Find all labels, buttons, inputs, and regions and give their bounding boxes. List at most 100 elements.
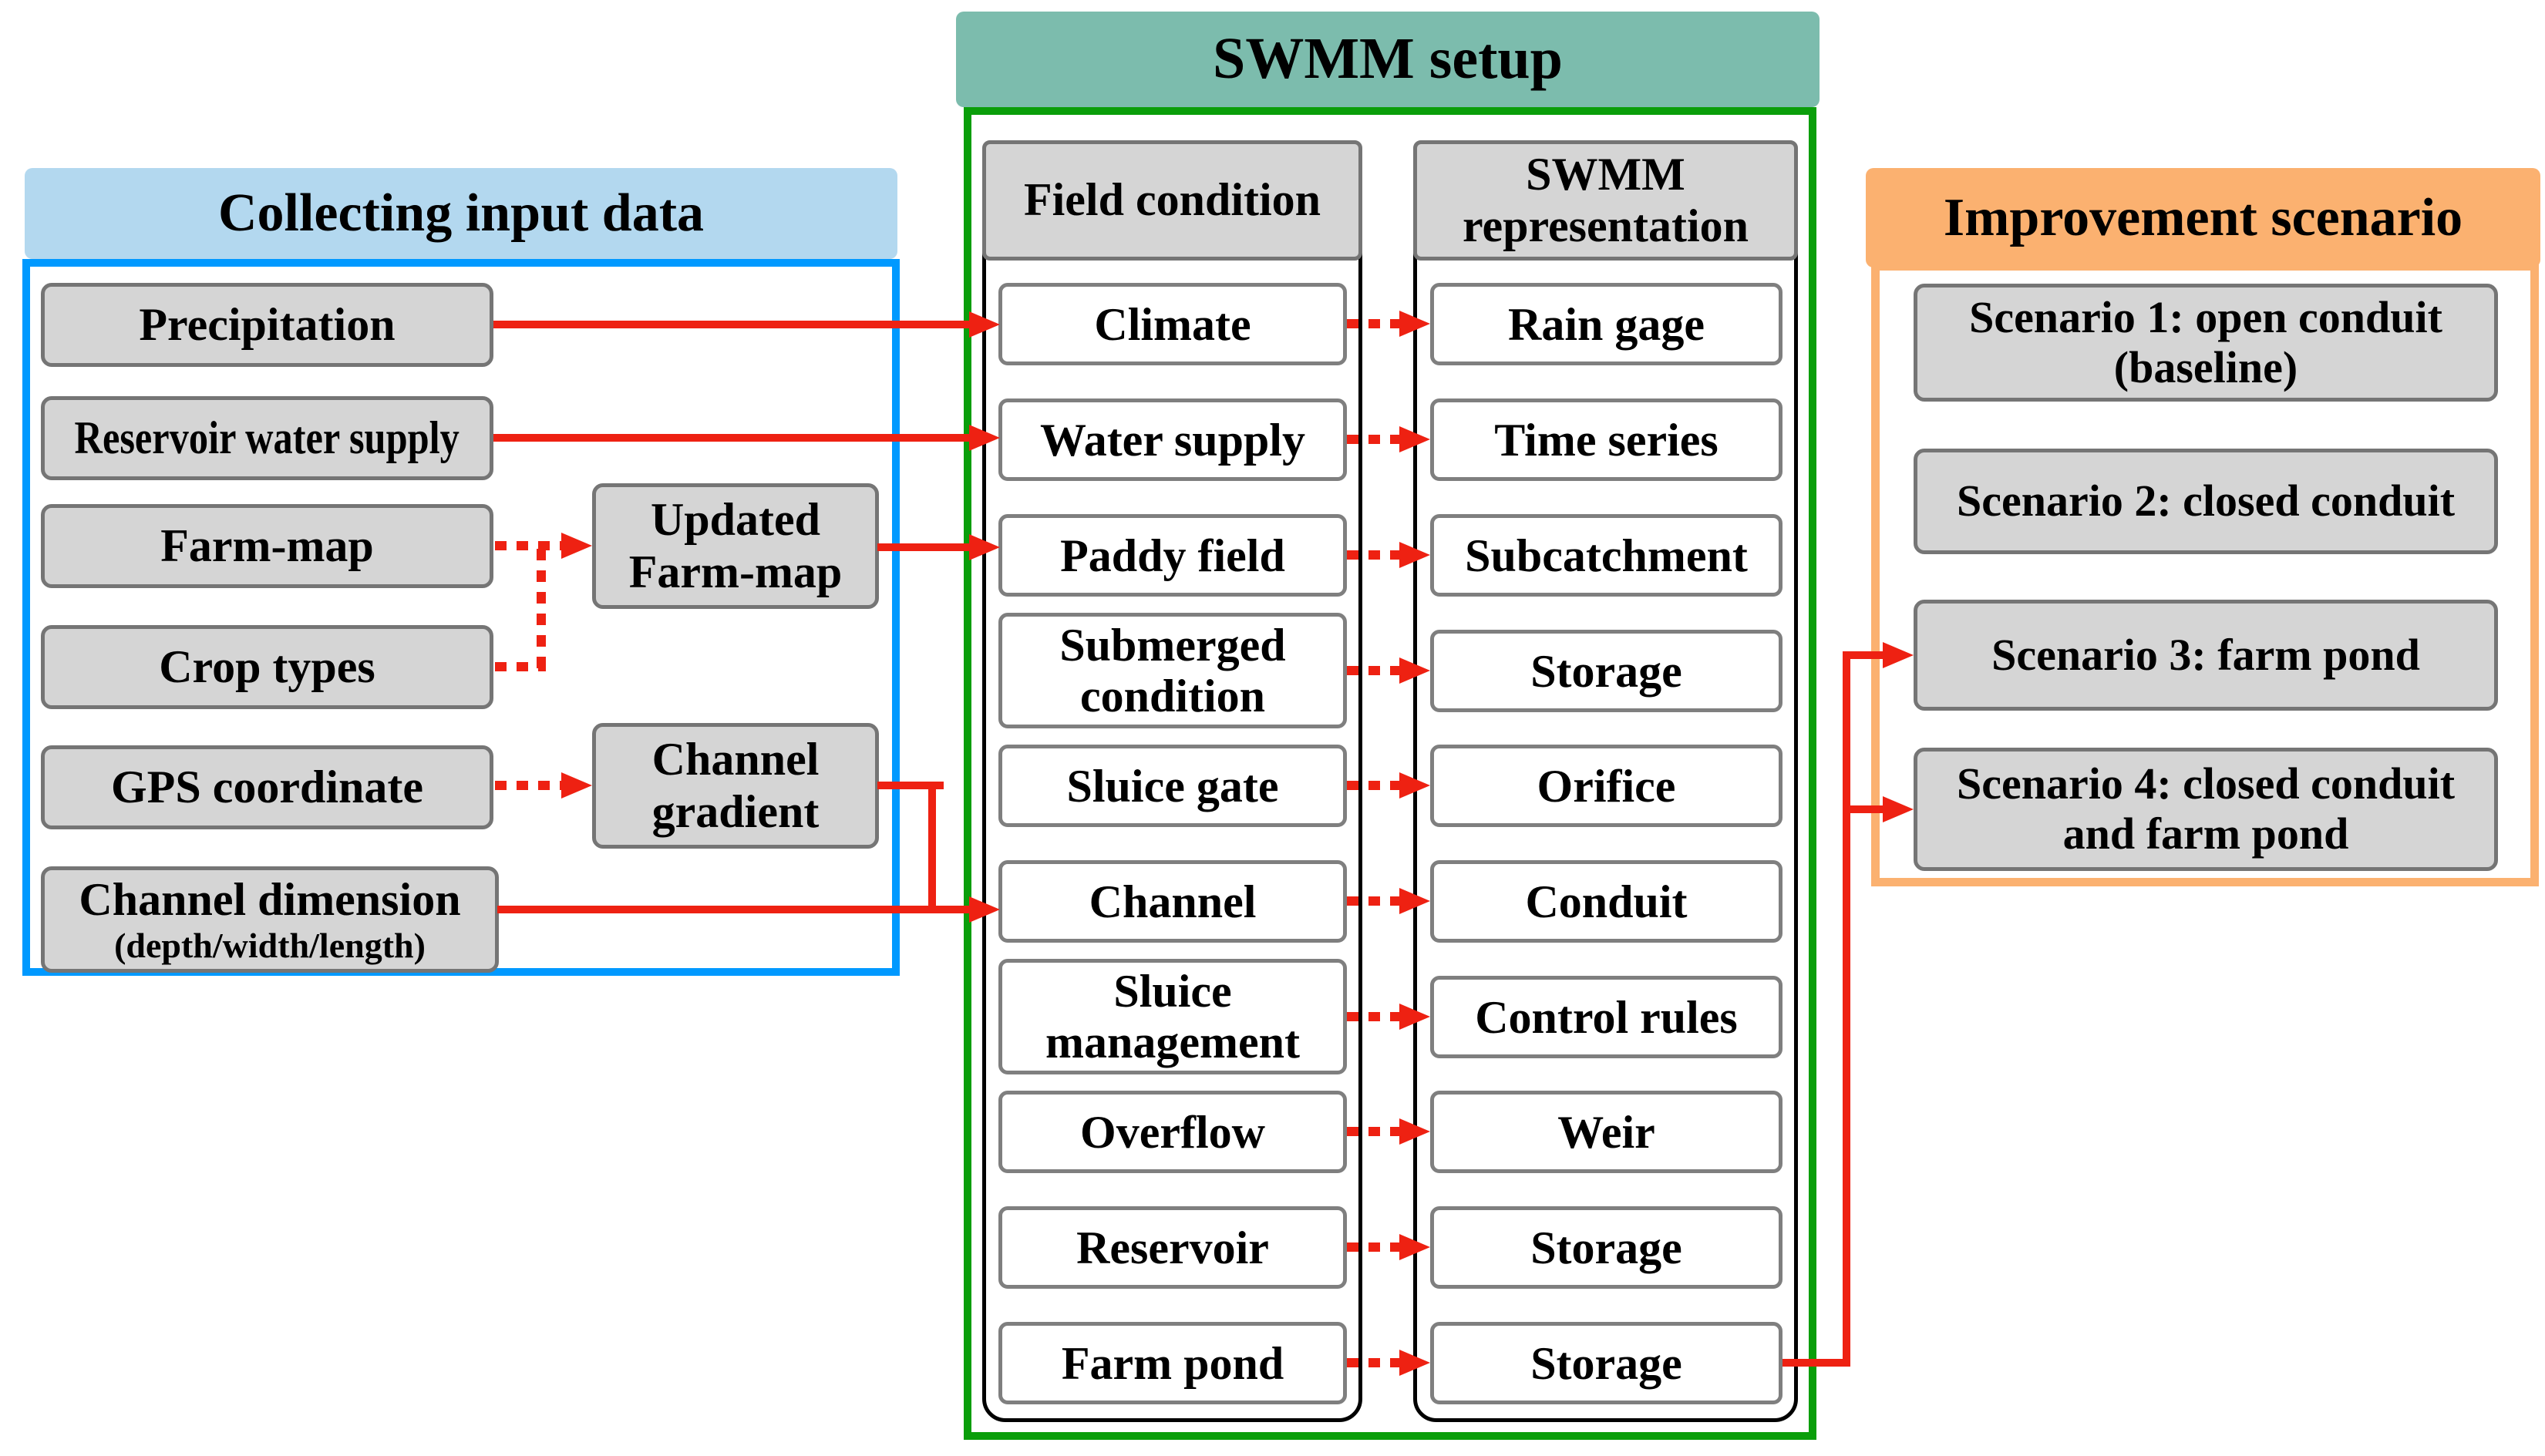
swmm-box-conduit-label: Conduit: [1525, 876, 1688, 927]
field-box-farm-pond-label: Farm pond: [1061, 1337, 1284, 1389]
box-scenario-3-label: Scenario 3: farm pond: [1991, 629, 2420, 680]
dotted-submerged-to-storage: [1347, 666, 1401, 675]
field-condition-header: Field condition: [982, 140, 1362, 261]
input-panel-body: [22, 259, 900, 976]
box-crop-types-label: Crop types: [159, 641, 375, 692]
field-box-paddy-field-label: Paddy field: [1060, 530, 1285, 581]
swmm-box-orifice-label: Orifice: [1537, 760, 1676, 812]
box-precipitation-label: Precipitation: [139, 298, 396, 350]
swmm-box-control-rules-label: Control rules: [1475, 991, 1738, 1043]
scenario-panel-header: Improvement scenario: [1866, 168, 2540, 267]
dotted-sluice-mgmt-to-control-rules-head: [1399, 1004, 1430, 1030]
arrow-reservoir-to-water-supply-line: [493, 434, 971, 442]
box-scenario-1-label: Scenario 1: open conduit (baseline): [1969, 291, 2442, 392]
box-scenario-3: Scenario 3: farm pond: [1914, 600, 2498, 711]
dotted-farm-map-to-updated-line: [495, 541, 563, 550]
swmm-box-orifice: Orifice: [1430, 745, 1783, 827]
box-scenario-4-label: Scenario 4: closed conduit and farm pond: [1956, 758, 2456, 859]
arrow-branch-to-scenario-4-line: [1843, 805, 1884, 813]
dotted-farm-map-to-updated-head: [561, 533, 592, 559]
swmm-box-conduit: Conduit: [1430, 860, 1783, 943]
box-channel-gradient-label: Channel gradient: [651, 734, 820, 837]
arrow-storage-to-scenarios-h: [1783, 1359, 1850, 1367]
dotted-sluice-gate-to-orifice: [1347, 781, 1401, 790]
field-box-reservoir-label: Reservoir: [1076, 1222, 1269, 1273]
box-channel-dimension: Channel dimension (depth/width/length): [41, 866, 499, 973]
dotted-channel-to-conduit: [1347, 896, 1401, 906]
arrow-channel-dimension-to-channel-line: [497, 906, 971, 913]
dotted-water-supply-to-time-series: [1347, 435, 1401, 444]
swmm-representation-header: SWMM representation: [1413, 140, 1798, 261]
box-channel-dimension-label: Channel dimension: [79, 873, 461, 925]
field-condition-header-label: Field condition: [1023, 174, 1321, 226]
arrow-updated-farm-map-to-paddy-head: [969, 534, 1000, 560]
dotted-crop-types-branch-h: [495, 662, 546, 671]
dotted-sluice-mgmt-to-control-rules: [1347, 1012, 1401, 1021]
arrow-reservoir-to-water-supply-head: [969, 425, 1000, 451]
swmm-box-subcatchment: Subcatchment: [1430, 514, 1783, 597]
dotted-channel-to-conduit-head: [1399, 888, 1430, 914]
swmm-representation-header-label: SWMM representation: [1462, 148, 1749, 251]
dotted-submerged-to-storage-head: [1399, 657, 1430, 684]
box-crop-types: Crop types: [41, 625, 493, 709]
field-box-sluice-management: Sluice management: [998, 959, 1347, 1074]
dotted-sluice-gate-to-orifice-head: [1399, 772, 1430, 799]
field-box-overflow-label: Overflow: [1080, 1106, 1265, 1158]
swmm-box-subcatchment-label: Subcatchment: [1465, 530, 1748, 581]
dotted-climate-to-rain-gage: [1347, 319, 1401, 328]
box-precipitation: Precipitation: [41, 283, 493, 367]
swmm-box-weir: Weir: [1430, 1091, 1783, 1173]
field-box-overflow: Overflow: [998, 1091, 1347, 1173]
input-panel-title: Collecting input data: [217, 183, 705, 244]
box-scenario-4: Scenario 4: closed conduit and farm pond: [1914, 748, 2498, 871]
arrow-updated-farm-map-to-paddy-line: [877, 543, 971, 551]
arrow-precipitation-to-climate-head: [969, 311, 1000, 338]
dotted-overflow-to-weir: [1347, 1127, 1401, 1136]
swmm-box-rain-gage: Rain gage: [1430, 283, 1783, 365]
swmm-box-storage-3: Storage: [1430, 1322, 1783, 1404]
box-updated-farm-map: Updated Farm-map: [592, 483, 879, 609]
box-channel-dimension-subline: (depth/width/length): [114, 925, 426, 965]
box-farm-map-label: Farm-map: [160, 520, 374, 571]
swmm-box-time-series-label: Time series: [1494, 414, 1719, 466]
field-box-climate: Climate: [998, 283, 1347, 365]
swmm-box-time-series: Time series: [1430, 398, 1783, 481]
dotted-paddy-to-subcatchment: [1347, 550, 1401, 560]
field-box-sluice-management-label: Sluice management: [1045, 966, 1300, 1068]
field-box-paddy-field: Paddy field: [998, 514, 1347, 597]
field-box-submerged-condition: Submerged condition: [998, 613, 1347, 728]
field-box-sluice-gate: Sluice gate: [998, 745, 1347, 827]
arrow-channel-gradient-elbow-h: [877, 782, 944, 789]
field-box-channel: Channel: [998, 860, 1347, 943]
field-box-sluice-gate-label: Sluice gate: [1066, 760, 1279, 812]
swmm-box-storage-1-label: Storage: [1530, 645, 1682, 697]
box-gps-coordinate-label: GPS coordinate: [111, 761, 423, 812]
arrow-precipitation-to-climate-line: [493, 321, 971, 328]
swmm-box-storage-2-label: Storage: [1530, 1222, 1682, 1273]
swmm-panel-header: SWMM setup: [956, 12, 1820, 107]
box-reservoir-water-supply-label: Reservoir water supply: [74, 412, 460, 463]
arrow-branch-to-scenario-3-line: [1843, 651, 1884, 659]
arrow-branch-to-scenario-3-head: [1883, 642, 1914, 668]
swmm-box-rain-gage-label: Rain gage: [1508, 298, 1705, 350]
dotted-reservoir-to-storage-head: [1399, 1234, 1430, 1260]
field-box-channel-label: Channel: [1089, 876, 1257, 927]
dotted-water-supply-to-time-series-head: [1399, 426, 1430, 452]
swmm-panel-title: SWMM setup: [1213, 26, 1563, 92]
swmm-box-storage-2: Storage: [1430, 1206, 1783, 1289]
arrow-channel-dimension-to-channel-head: [969, 896, 1000, 923]
dotted-farm-pond-to-storage: [1347, 1358, 1401, 1367]
swmm-box-control-rules: Control rules: [1430, 976, 1783, 1058]
field-box-water-supply: Water supply: [998, 398, 1347, 481]
dotted-gps-to-gradient-line: [495, 781, 563, 790]
box-scenario-2-label: Scenario 2: closed conduit: [1956, 476, 2456, 526]
arrow-channel-gradient-elbow-v: [928, 782, 936, 913]
scenario-panel-title: Improvement scenario: [1943, 187, 2463, 247]
arrow-storage-to-scenarios-v: [1843, 651, 1850, 1367]
box-scenario-1: Scenario 1: open conduit (baseline): [1914, 284, 2498, 402]
swmm-box-weir-label: Weir: [1557, 1106, 1655, 1158]
field-box-submerged-condition-label: Submerged condition: [1059, 620, 1286, 721]
dotted-climate-to-rain-gage-head: [1399, 311, 1430, 337]
dotted-paddy-to-subcatchment-head: [1399, 542, 1430, 568]
swmm-box-storage-1: Storage: [1430, 630, 1783, 712]
